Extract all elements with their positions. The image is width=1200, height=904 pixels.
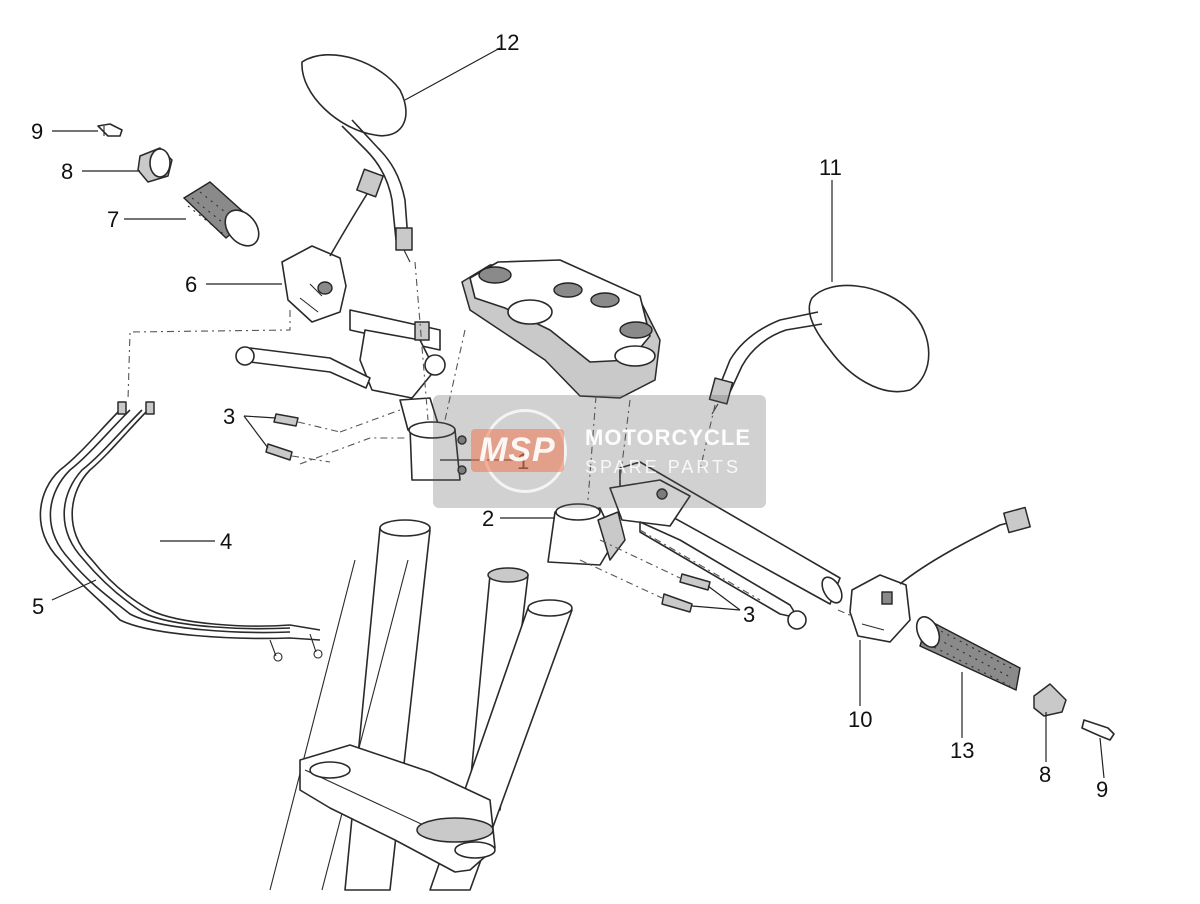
callout-6: 6 [185,272,197,297]
callout-7: 7 [107,207,119,232]
clamp-screws-3-left [265,413,341,463]
callout-2: 2 [482,506,494,531]
right-mirror-11 [708,284,930,415]
watermark-logo: MSP [471,429,564,472]
callout-4: 4 [220,529,232,554]
clamp-screws-3-right [579,539,711,613]
watermark-subtitle: SPARE PARTS [585,457,742,477]
left-handlebar-assembly [235,309,446,431]
grip-13-right [915,616,1021,692]
callout-5: 5 [32,594,44,619]
callout-9-right: 9 [1096,777,1108,802]
screw-9-right [1081,719,1115,741]
callout-3-left: 3 [223,404,235,429]
callout-numbers: 9 8 7 6 3 4 5 1 2 3 12 11 10 13 8 9 [31,30,1108,802]
callout-8-right: 8 [1039,762,1051,787]
bar-end-weight-8-left [137,147,173,183]
callout-11: 11 [819,155,842,180]
left-switch-6 [281,168,384,323]
left-mirror-12 [301,53,413,263]
watermark-title: MOTORCYCLE [585,425,752,450]
upper-triple-clamp [461,259,661,399]
assembly-lines-right [587,395,853,617]
callout-10: 10 [848,707,872,732]
right-handlebar-assembly [609,461,843,630]
watermark: MSP MOTORCYCLE SPARE PARTS [433,395,766,508]
handlebar-clamp-2 [547,503,626,566]
right-switch-10 [849,506,1031,643]
bar-end-weight-8-right [1033,683,1067,717]
callout-13: 13 [950,738,974,763]
screw-9-left [97,123,123,137]
handlebar-clamp-1 [408,421,467,481]
brake-cables-4-5 [39,401,323,662]
front-fork [269,519,573,891]
callout-9-left: 9 [31,119,43,144]
callout-12: 12 [495,30,519,55]
grip-7-left [182,181,260,247]
callout-3-right: 3 [743,602,755,627]
assembly-lines-left [127,261,466,465]
callout-8-left: 8 [61,159,73,184]
